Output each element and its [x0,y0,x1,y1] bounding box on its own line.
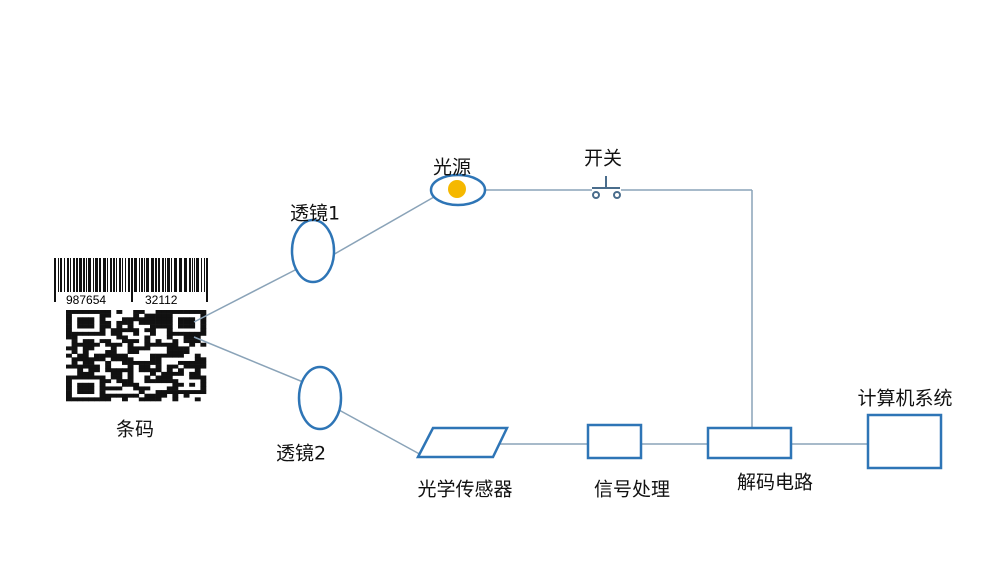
switch-icon [592,176,621,199]
signal-processing-label: 信号处理 [593,478,671,501]
line-barcode-lens1 [193,267,300,323]
barcode-image [54,258,208,302]
computer-system-label: 计算机系统 [857,387,953,410]
lens2-shape [297,365,343,431]
line-lens2-sensor [338,409,426,458]
light-bulb-icon [448,180,466,198]
lens2-label: 透镜2 [275,442,327,465]
optical-sensor-shape [415,426,509,459]
decoding-circuit-box [706,426,793,460]
barcode-number-right: 32112 [145,293,178,307]
barcode-label: 条码 [115,418,155,441]
light-source-label: 光源 [432,156,472,179]
line-barcode-lens2 [193,336,304,383]
line-lens1-light [330,196,435,257]
computer-system-box [866,413,943,470]
signal-processing-box [586,423,643,460]
barcode-number-left: 987654 [66,293,106,307]
switch-label: 开关 [583,147,623,170]
lens1-label: 透镜1 [289,202,341,225]
optical-sensor-label: 光学传感器 [417,478,513,501]
qr-code-image [66,310,207,402]
lens1-shape [290,218,336,284]
connection-lines [193,189,868,458]
decoding-circuit-label: 解码电路 [736,471,814,494]
